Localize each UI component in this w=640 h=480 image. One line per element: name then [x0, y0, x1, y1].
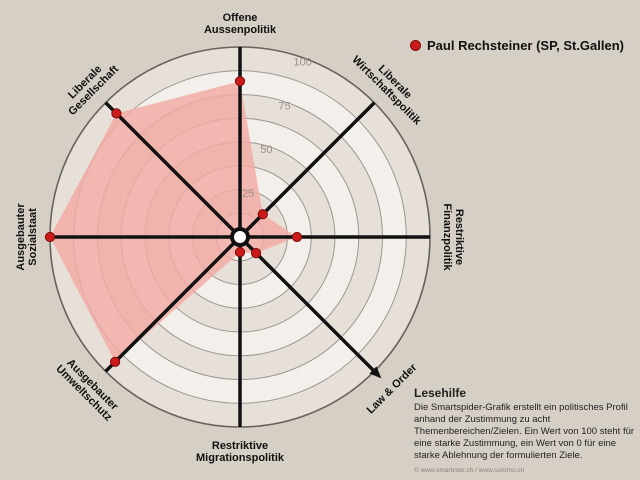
legend-label: Paul Rechsteiner (SP, St.Gallen) — [427, 38, 624, 53]
axis-arrowhead — [369, 366, 382, 379]
axis-label: AusgebauterSozialstaat — [15, 203, 39, 271]
data-point — [111, 108, 122, 119]
data-point — [234, 247, 246, 258]
axis-label-line: Migrationspolitik — [196, 452, 285, 464]
ring-value-label: 100 — [294, 57, 312, 69]
data-point — [251, 248, 262, 259]
axis-label-line: Ausgebauter — [15, 203, 27, 271]
ring-value-label: 25 — [242, 188, 254, 200]
help-title: Lesehilfe — [414, 386, 467, 400]
axis-label-line: Finanzpolitik — [441, 203, 453, 271]
ring-value-label: 50 — [260, 144, 272, 156]
legend-marker — [410, 40, 421, 51]
axis-spoke — [238, 235, 379, 376]
center-hub-inner — [234, 231, 246, 243]
axis-spoke — [104, 101, 242, 239]
legend: Paul Rechsteiner (SP, St.Gallen) — [410, 38, 624, 53]
help-box: Lesehilfe Die Smartspider-Grafik erstell… — [414, 386, 636, 462]
data-point — [110, 356, 121, 367]
data-point — [291, 231, 303, 243]
data-point — [234, 76, 246, 87]
series-area — [50, 81, 297, 362]
axis-spoke — [104, 235, 242, 373]
axis-label-line: Restriktive — [212, 440, 268, 452]
data-point — [257, 209, 268, 220]
axis-label-line: Sozialstaat — [27, 208, 39, 266]
help-text: Die Smartspider-Grafik erstellt ein poli… — [414, 402, 635, 461]
data-point — [44, 231, 56, 243]
axis-label: RestriktiveFinanzpolitik — [441, 203, 465, 271]
ring-value-label: 75 — [278, 100, 290, 112]
axis-label-line: Aussenpolitik — [204, 24, 277, 36]
axis-label-line: Restriktive — [453, 209, 465, 265]
footer-credit: © www.smartvote.ch / www.sotomo.ch — [414, 467, 525, 474]
axis-label-line: Offene — [223, 12, 258, 24]
